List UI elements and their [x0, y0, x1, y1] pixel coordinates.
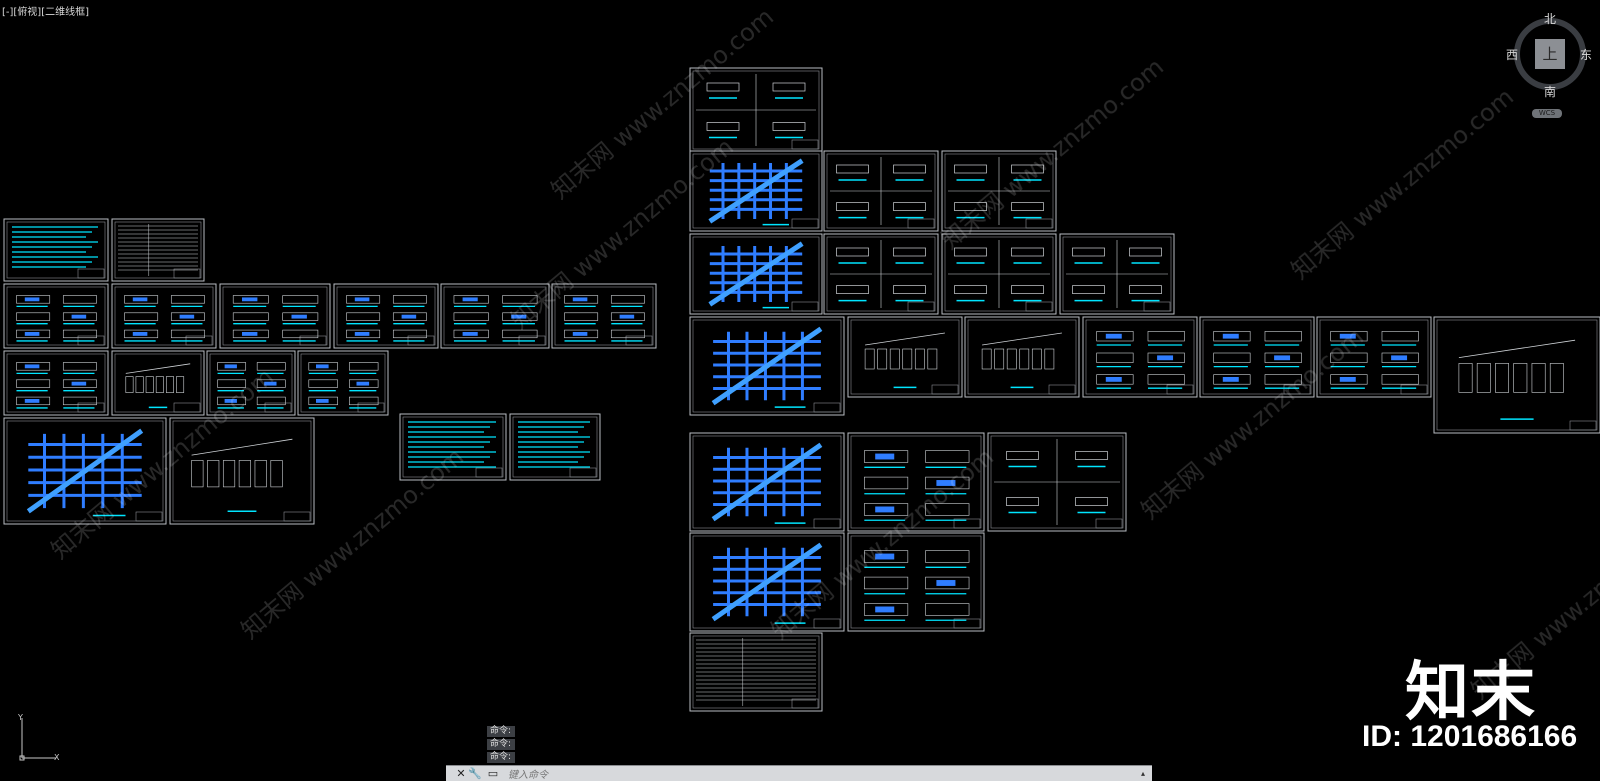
drawing-sheet[interactable]	[1059, 233, 1175, 315]
drawing-sheet[interactable]	[987, 432, 1127, 532]
brand-id: ID: 1201686166	[1362, 720, 1578, 753]
wcs-menu[interactable]: WCS	[1532, 109, 1562, 118]
drawing-sheet[interactable]	[964, 316, 1080, 398]
ucs-x-label: X	[54, 753, 60, 762]
compass-east[interactable]: 东	[1580, 48, 1593, 62]
command-history-line: 命令:	[487, 739, 515, 750]
drawing-sheet[interactable]	[206, 350, 296, 416]
drawing-sheet[interactable]	[219, 283, 331, 349]
ucs-y-label: Y	[17, 714, 23, 722]
drawing-sheet[interactable]	[3, 218, 109, 282]
drawing-sheet[interactable]	[1433, 316, 1600, 434]
drawing-sheet[interactable]	[823, 233, 939, 315]
drawing-sheet[interactable]	[297, 350, 389, 416]
drawing-sheet[interactable]	[1316, 316, 1432, 398]
drawing-sheet[interactable]	[3, 417, 167, 525]
drawing-sheet[interactable]	[1082, 316, 1198, 398]
drawing-sheet[interactable]	[551, 283, 657, 349]
drawing-sheet[interactable]	[111, 350, 205, 416]
drawing-sheet[interactable]	[941, 150, 1057, 232]
wrench-icon[interactable]: 🔧	[468, 767, 482, 780]
drawing-sheet[interactable]	[3, 350, 109, 416]
drawing-sheet[interactable]	[509, 413, 601, 481]
drawing-sheet[interactable]	[689, 150, 823, 232]
drawing-sheet[interactable]	[333, 283, 439, 349]
command-history-line: 命令:	[487, 726, 515, 737]
viewcube-top-face[interactable]: 上	[1535, 39, 1565, 69]
drawing-sheet[interactable]	[111, 283, 217, 349]
drawing-sheet[interactable]	[689, 532, 845, 632]
chevron-up-icon[interactable]: ▴	[1140, 769, 1145, 778]
drawing-sheet[interactable]	[941, 233, 1057, 315]
watermark-text: 知末网 www.znzmo.com	[1286, 83, 1519, 285]
drawing-sheet[interactable]	[3, 283, 109, 349]
brand-logo: 知末	[1405, 656, 1537, 730]
drawing-sheet[interactable]	[399, 413, 507, 481]
viewcube[interactable]: 上 北 南 东 西	[1506, 12, 1593, 99]
drawing-sheet[interactable]	[689, 316, 845, 416]
drawing-sheet[interactable]	[689, 632, 823, 712]
compass-north[interactable]: 北	[1544, 12, 1557, 26]
drawing-sheet[interactable]	[847, 432, 985, 532]
compass-west[interactable]: 西	[1506, 48, 1519, 62]
drawing-sheet[interactable]	[111, 218, 205, 282]
drawing-sheet[interactable]	[847, 316, 963, 398]
command-history: 命令: 命令: 命令:	[487, 726, 515, 765]
command-prompt-icon[interactable]: ▭	[487, 767, 499, 780]
drawing-sheet[interactable]	[1199, 316, 1315, 398]
drawing-sheet[interactable]	[823, 150, 939, 232]
drawing-sheet[interactable]	[169, 417, 315, 525]
viewcube-ring[interactable]	[1514, 18, 1586, 90]
compass-south[interactable]: 南	[1544, 85, 1557, 99]
drawing-sheet[interactable]	[689, 233, 823, 315]
drawing-sheet[interactable]	[847, 532, 985, 632]
close-icon[interactable]: ✕	[456, 767, 466, 780]
drawing-sheet[interactable]	[440, 283, 550, 349]
drawing-sheet[interactable]	[689, 432, 845, 532]
viewport-controls-label[interactable]: [-][俯视][二维线框]	[2, 7, 90, 18]
command-bar: ✕ 🔧 ▭ ▴	[446, 765, 1152, 781]
ucs-icon: Y X	[17, 714, 60, 762]
drawing-sheet[interactable]	[689, 67, 823, 153]
command-history-line: 命令:	[487, 752, 515, 763]
command-input[interactable]	[506, 767, 1130, 781]
